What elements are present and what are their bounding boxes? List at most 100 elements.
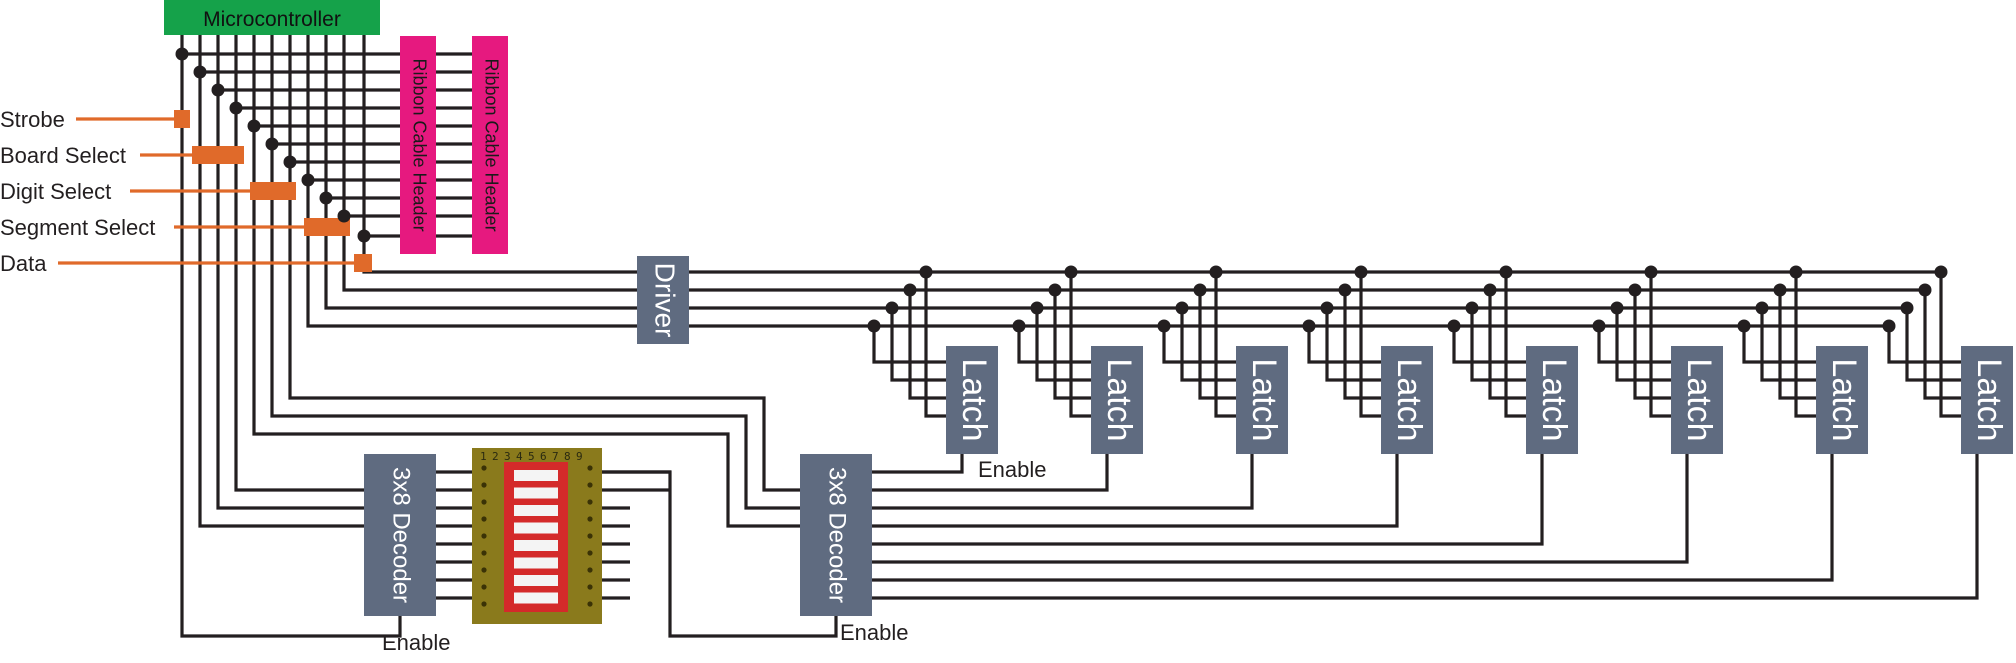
- latch-enable-wire: [872, 454, 1109, 492]
- junction-dot: [229, 101, 243, 115]
- latch-input-wire: [1035, 308, 1091, 382]
- driver-label: Driver: [650, 263, 681, 338]
- junction-dot: [1465, 301, 1479, 315]
- decoder-box: [364, 454, 436, 616]
- latch-input-wire: [1905, 308, 1961, 382]
- dip-toggle: [514, 505, 558, 516]
- latch-enable-wire: [872, 454, 1399, 528]
- microcontroller-label: Microcontroller: [203, 8, 341, 31]
- dip-pad: [481, 601, 487, 607]
- dip-pad: [587, 567, 593, 573]
- latch-enable-wire: [872, 454, 1689, 564]
- junction-dot: [1302, 319, 1316, 333]
- decoder-input-wire: [198, 72, 364, 528]
- junction-dot: [1012, 319, 1026, 333]
- junction-dot: [301, 173, 315, 187]
- latch-input-wire: [1325, 308, 1381, 382]
- junction-dot: [265, 137, 279, 151]
- data-bus-line: [362, 236, 1944, 274]
- latch-enable-wire: [872, 454, 1979, 600]
- dip-toggle: [514, 592, 558, 604]
- latch-label: Latch: [1825, 358, 1863, 441]
- latch-input-wire: [1615, 308, 1671, 382]
- latch-input-wire: [1307, 326, 1381, 364]
- junction-dot: [867, 319, 881, 333]
- junction-dot: [1320, 301, 1334, 315]
- junction-dot: [1737, 319, 1751, 333]
- junction-dot: [1644, 265, 1658, 279]
- decoder-label: 3x8 Decoder: [824, 467, 851, 603]
- signal-bar: [174, 110, 190, 128]
- decoder-label: 3x8 Decoder: [388, 467, 415, 603]
- junction-dot: [1193, 283, 1207, 297]
- ribbon-cable-header: [400, 36, 436, 254]
- dip-pad: [587, 516, 593, 522]
- dip-pad: [481, 499, 487, 505]
- latch-input-wire: [1488, 290, 1526, 400]
- junction-dot: [1447, 319, 1461, 333]
- dip-pad: [587, 601, 593, 607]
- latch-input-wire: [1778, 290, 1816, 400]
- latch-box: [1671, 346, 1723, 454]
- signal-label: Strobe: [0, 107, 65, 132]
- dip-pad: [481, 533, 487, 539]
- junction-dot: [1773, 283, 1787, 297]
- dip-pin-number: 7: [552, 450, 559, 463]
- latch-input-wire: [1923, 290, 1961, 400]
- signal-bar: [304, 218, 350, 236]
- decoder-input-wire: [252, 126, 800, 528]
- dip-pad: [587, 533, 593, 539]
- latch-input-wire: [1053, 290, 1091, 400]
- latch-input-wire: [1214, 272, 1236, 418]
- junction-dot: [1628, 283, 1642, 297]
- dip-pad: [587, 482, 593, 488]
- junction-dot: [1157, 319, 1171, 333]
- latch-input-wire: [1742, 326, 1816, 364]
- junction-dot: [1610, 301, 1624, 315]
- junction-dot: [1338, 283, 1352, 297]
- junction-dot: [1209, 265, 1223, 279]
- latch-input-wire: [890, 308, 946, 382]
- dip-toggle: [514, 540, 558, 551]
- dip-pin-number: 5: [528, 450, 535, 463]
- dip-pad: [587, 584, 593, 590]
- latch-box: [1236, 346, 1288, 454]
- dip-toggle: [514, 487, 558, 499]
- decoder-input-wire: [216, 90, 364, 510]
- latch-input-wire: [1343, 290, 1381, 400]
- latch-input-wire: [1760, 308, 1816, 382]
- dip-pad: [481, 584, 487, 590]
- latch-label: Latch: [1680, 358, 1718, 441]
- junction-dot: [1592, 319, 1606, 333]
- latch-input-wire: [1794, 272, 1816, 418]
- signal-bar: [192, 146, 244, 164]
- junction-dot: [1483, 283, 1497, 297]
- dip-pad: [481, 516, 487, 522]
- junction-dot: [211, 83, 225, 97]
- latch-label: Latch: [1390, 358, 1428, 441]
- junction-dot: [1900, 301, 1914, 315]
- junction-dot: [1064, 265, 1078, 279]
- decoder-box: [800, 454, 872, 616]
- latch-input-wire: [1069, 272, 1091, 418]
- ribbon-cable-header-label: Ribbon Cable Header: [481, 58, 501, 231]
- latch-label: Latch: [1970, 358, 2008, 441]
- driver-box: [637, 256, 689, 344]
- dip-switch-body: [504, 462, 568, 612]
- latch-input-wire: [1504, 272, 1526, 418]
- latch-input-wire: [1939, 272, 1961, 418]
- junction-dot: [1918, 283, 1932, 297]
- dip-pad: [481, 482, 487, 488]
- latch-input-wire: [1198, 290, 1236, 400]
- latch-label: Latch: [1100, 358, 1138, 441]
- latch-input-wire: [1470, 308, 1526, 382]
- latch-label: Latch: [955, 358, 993, 441]
- dip-pad: [587, 499, 593, 505]
- mcu-header-wire: [216, 35, 500, 92]
- ribbon-cable-header-label: Ribbon Cable Header: [409, 58, 429, 231]
- latch-input-wire: [924, 272, 946, 418]
- dip-pin-number: 4: [516, 450, 523, 463]
- data-bus-line: [342, 216, 1926, 292]
- signal-bar: [354, 254, 372, 272]
